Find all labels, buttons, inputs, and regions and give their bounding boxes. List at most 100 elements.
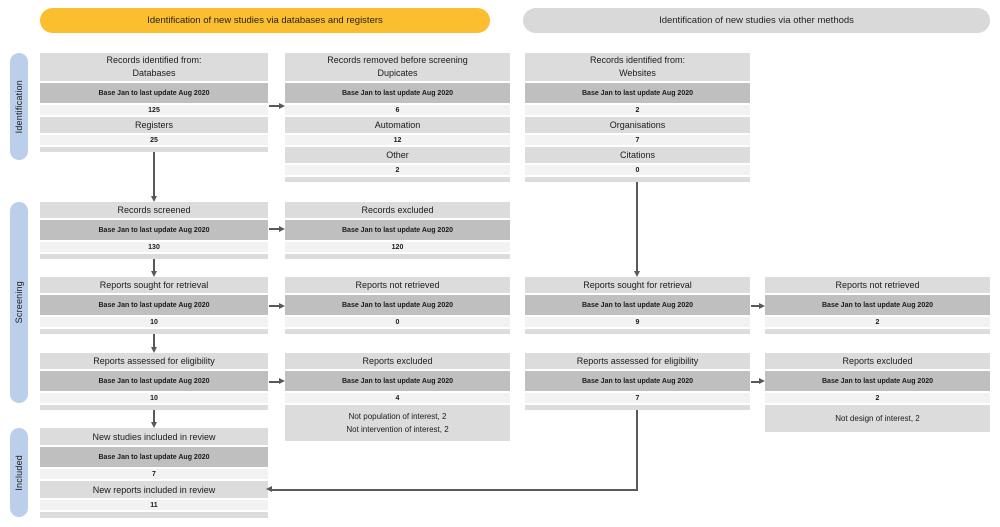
- box-title: New studies included in review: [40, 428, 268, 445]
- arrow-identified-to-removed: [269, 103, 285, 108]
- count-row: 9: [525, 317, 750, 327]
- spacer-row: [40, 329, 268, 334]
- sub-label-row: Registers: [40, 117, 268, 133]
- box-reports-sought-databases: Reports sought for retrieval Base Jan to…: [40, 277, 268, 334]
- box-title: Reports not retrieved: [285, 277, 510, 293]
- count-row: 2: [285, 165, 510, 175]
- exclusion-reasons: Not population of interest, 2 Not interv…: [285, 405, 510, 441]
- base-period-row: Base Jan to last update Aug 2020: [40, 220, 268, 240]
- count-row: 2: [525, 105, 750, 115]
- base-period-row: Base Jan to last update Aug 2020: [765, 295, 990, 315]
- base-period-row: Base Jan to last update Aug 2020: [40, 295, 268, 315]
- box-records-excluded: Records excluded Base Jan to last update…: [285, 202, 510, 259]
- stage-tab-identification: Identification: [10, 53, 28, 160]
- box-reports-sought-other: Reports sought for retrieval Base Jan to…: [525, 277, 750, 334]
- count-row: 7: [525, 135, 750, 145]
- header-other-methods-label: Identification of new studies via other …: [659, 15, 854, 26]
- base-period-row: Base Jan to last update Aug 2020: [525, 83, 750, 103]
- box-title: Reports assessed for eligibility: [525, 353, 750, 369]
- box-reports-assessed-other: Reports assessed for eligibility Base Ja…: [525, 353, 750, 410]
- count-row: 10: [40, 393, 268, 403]
- box-records-removed-before-screening: Records removed before screening Dupicat…: [285, 53, 510, 182]
- base-period-row: Base Jan to last update Aug 2020: [525, 295, 750, 315]
- sub-label-row: New reports included in review: [40, 481, 268, 498]
- box-title: Records identified from: Databases: [40, 53, 268, 81]
- arrow-screened-to-sought: [151, 259, 156, 277]
- count-row: 120: [285, 242, 510, 252]
- count-row: 125: [40, 105, 268, 115]
- box-records-identified-websites: Records identified from: Websites Base J…: [525, 53, 750, 182]
- box-title: Records removed before screening Dupicat…: [285, 53, 510, 81]
- base-period-row: Base Jan to last update Aug 2020: [765, 371, 990, 391]
- box-title: Reports not retrieved: [765, 277, 990, 293]
- box-title: Records identified from: Websites: [525, 53, 750, 81]
- count-row: 0: [285, 317, 510, 327]
- exclusion-reason-line: Not intervention of interest, 2: [346, 425, 449, 434]
- box-title-line2: Dupicates: [377, 68, 418, 78]
- exclusion-reason-line: Not population of interest, 2: [348, 412, 447, 421]
- stage-tab-included: Included: [10, 428, 28, 517]
- spacer-row: [285, 329, 510, 334]
- arrow-assessed-to-included: [151, 410, 156, 428]
- box-title: Reports sought for retrieval: [525, 277, 750, 293]
- sub-label-row: Citations: [525, 147, 750, 163]
- arrow-assessed-to-excluded: [269, 378, 285, 384]
- header-databases-registers: Identification of new studies via databa…: [40, 8, 490, 33]
- box-reports-excluded-other: Reports excluded Base Jan to last update…: [765, 353, 990, 432]
- spacer-row: [285, 254, 510, 259]
- sub-label-row: Automation: [285, 117, 510, 133]
- stage-identification-label: Identification: [14, 79, 24, 134]
- spacer-row: [525, 329, 750, 334]
- box-title: Reports sought for retrieval: [40, 277, 268, 293]
- base-period-row: Base Jan to last update Aug 2020: [525, 371, 750, 391]
- box-title-line1: Records removed before screening: [327, 55, 468, 65]
- base-period-row: Base Jan to last update Aug 2020: [285, 83, 510, 103]
- arrow-sought-to-not-retrieved: [269, 303, 285, 308]
- header-databases-registers-label: Identification of new studies via databa…: [147, 15, 383, 26]
- sub-label-row: Other: [285, 147, 510, 163]
- arrow-om-assessed-to-included-horizontal: [266, 486, 638, 492]
- arrow-identified-to-screened: [151, 152, 156, 202]
- box-records-screened: Records screened Base Jan to last update…: [40, 202, 268, 259]
- arrow-om-assessed-to-excluded: [751, 378, 765, 384]
- box-title: Reports assessed for eligibility: [40, 353, 268, 369]
- base-period-row: Base Jan to last update Aug 2020: [40, 83, 268, 103]
- arrow-websites-to-sought: [634, 182, 639, 277]
- arrow-screened-to-excluded: [269, 226, 285, 231]
- box-title: Records screened: [40, 202, 268, 218]
- arrow-om-assessed-to-included-vertical: [636, 410, 638, 491]
- count-row: 6: [285, 105, 510, 115]
- count-row: 11: [40, 500, 268, 510]
- stage-screening-label: Screening: [14, 281, 24, 324]
- base-period-row: Base Jan to last update Aug 2020: [40, 371, 268, 391]
- sub-label-row: Organisations: [525, 117, 750, 133]
- box-title: Records excluded: [285, 202, 510, 218]
- count-row: 7: [40, 469, 268, 479]
- count-row: 25: [40, 135, 268, 145]
- arrow-sought-to-assessed: [151, 334, 156, 353]
- count-row: 10: [40, 317, 268, 327]
- base-period-row: Base Jan to last update Aug 2020: [285, 371, 510, 391]
- box-reports-not-retrieved-databases: Reports not retrieved Base Jan to last u…: [285, 277, 510, 334]
- box-reports-assessed-databases: Reports assessed for eligibility Base Ja…: [40, 353, 268, 410]
- box-reports-not-retrieved-other: Reports not retrieved Base Jan to last u…: [765, 277, 990, 334]
- box-reports-excluded-databases: Reports excluded Base Jan to last update…: [285, 353, 510, 441]
- spacer-row: [765, 329, 990, 334]
- spacer-row: [525, 177, 750, 182]
- box-title: Reports excluded: [765, 353, 990, 369]
- box-title: Reports excluded: [285, 353, 510, 369]
- box-title-line2: Databases: [132, 68, 176, 78]
- box-records-identified-databases: Records identified from: Databases Base …: [40, 53, 268, 152]
- box-included-in-review: New studies included in review Base Jan …: [40, 428, 268, 518]
- base-period-row: Base Jan to last update Aug 2020: [40, 447, 268, 467]
- spacer-row: [285, 177, 510, 182]
- count-row: 2: [765, 317, 990, 327]
- spacer-row: [40, 512, 268, 518]
- header-other-methods: Identification of new studies via other …: [523, 8, 990, 33]
- base-period-row: Base Jan to last update Aug 2020: [285, 295, 510, 315]
- spacer-row: [525, 405, 750, 410]
- exclusion-reason-line: Not design of interest, 2: [835, 414, 920, 423]
- box-title-line1: Records identified from:: [589, 55, 686, 65]
- count-row: 12: [285, 135, 510, 145]
